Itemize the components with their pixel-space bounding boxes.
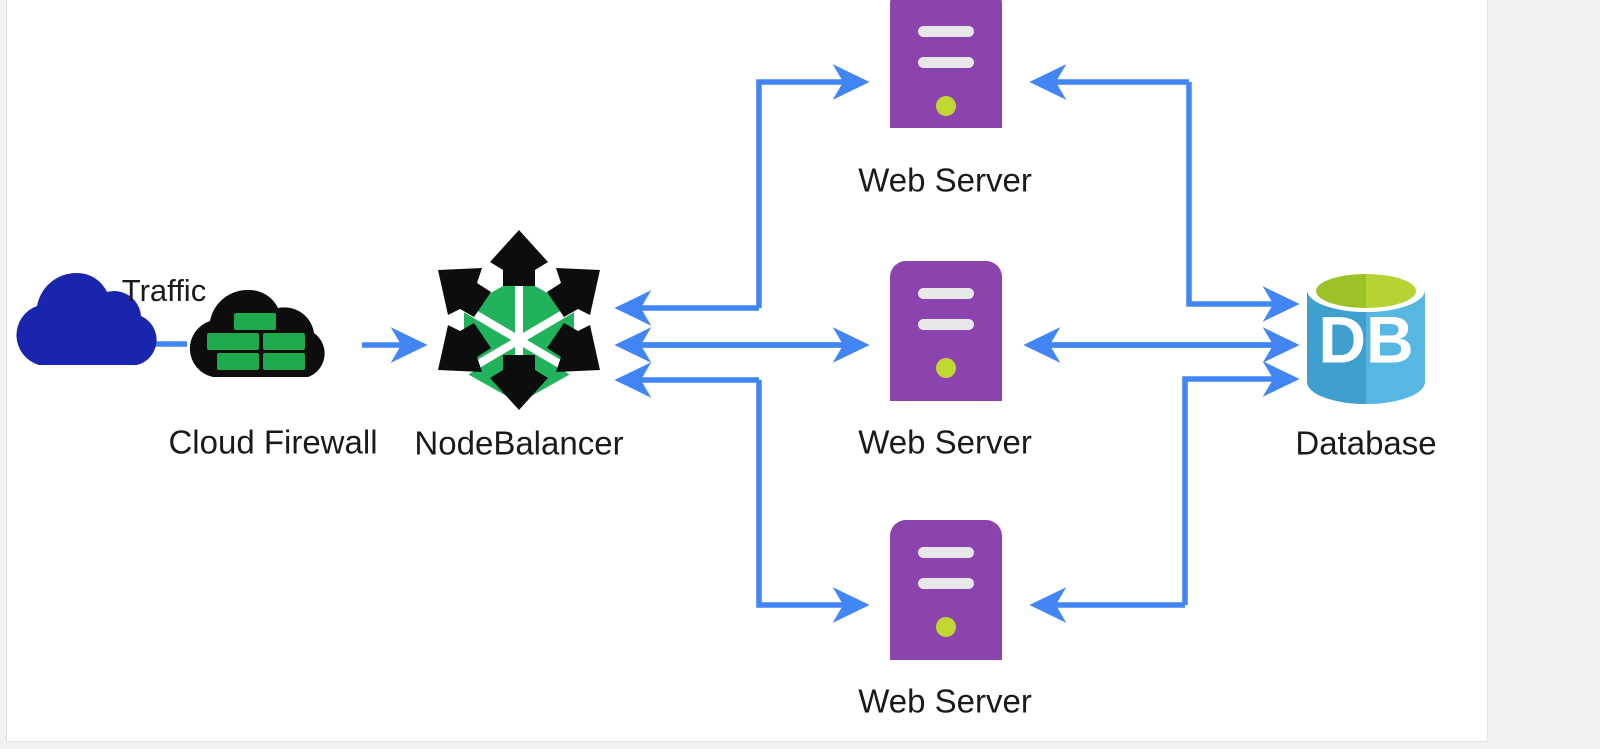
server-status-light-icon bbox=[936, 358, 956, 378]
server-icon bbox=[890, 261, 1002, 401]
nodebalancer-node[interactable]: NodeBalancer bbox=[414, 230, 624, 462]
firewall-bricks-icon bbox=[207, 313, 305, 370]
cloud-firewall-node[interactable]: Cloud Firewall bbox=[168, 289, 378, 461]
web-server-bottom-label: Web Server bbox=[858, 683, 1032, 720]
server-bar-top bbox=[918, 288, 974, 299]
database-top-icon bbox=[1316, 274, 1416, 308]
database-cylinder-icon bbox=[1307, 290, 1425, 404]
web-server-bottom-node[interactable]: Web Server bbox=[858, 520, 1032, 720]
connector-nodebalancer-to-web-top bbox=[756, 64, 870, 308]
connector-web-bottom-to-database bbox=[1182, 361, 1300, 605]
database-badge-text: DB bbox=[1318, 302, 1413, 376]
web-server-top-label: Web Server bbox=[858, 162, 1032, 199]
server-bar-top bbox=[918, 547, 974, 558]
internet-cloud-node[interactable] bbox=[16, 272, 157, 365]
server-bar-bottom bbox=[918, 319, 974, 330]
web-server-top-node[interactable]: Web Server bbox=[858, 0, 1032, 199]
web-server-middle-node[interactable]: Web Server bbox=[858, 261, 1032, 461]
nodebalancer-label: NodeBalancer bbox=[414, 425, 623, 462]
diagram-canvas: Cloud Firewall Traffic bbox=[6, 0, 1488, 742]
connector-web-top-to-database bbox=[1186, 82, 1300, 322]
connector-layer bbox=[155, 64, 1300, 623]
database-label: Database bbox=[1295, 425, 1436, 462]
cloud-icon bbox=[16, 272, 157, 365]
database-node[interactable]: DB Database bbox=[1295, 268, 1437, 462]
web-server-middle-label: Web Server bbox=[858, 424, 1032, 461]
server-icon bbox=[890, 520, 1002, 660]
architecture-diagram: Cloud Firewall Traffic bbox=[16, 0, 1437, 720]
server-bar-top bbox=[918, 26, 974, 37]
server-bar-bottom bbox=[918, 578, 974, 589]
cloud-firewall-label: Cloud Firewall bbox=[168, 424, 377, 461]
server-status-light-icon bbox=[936, 96, 956, 116]
traffic-label: Traffic bbox=[122, 273, 206, 308]
server-bar-bottom bbox=[918, 57, 974, 68]
server-status-light-icon bbox=[936, 617, 956, 637]
nodebalancer-arrows-icon bbox=[438, 230, 600, 410]
connector-nodebalancer-to-web-bottom bbox=[756, 380, 870, 623]
